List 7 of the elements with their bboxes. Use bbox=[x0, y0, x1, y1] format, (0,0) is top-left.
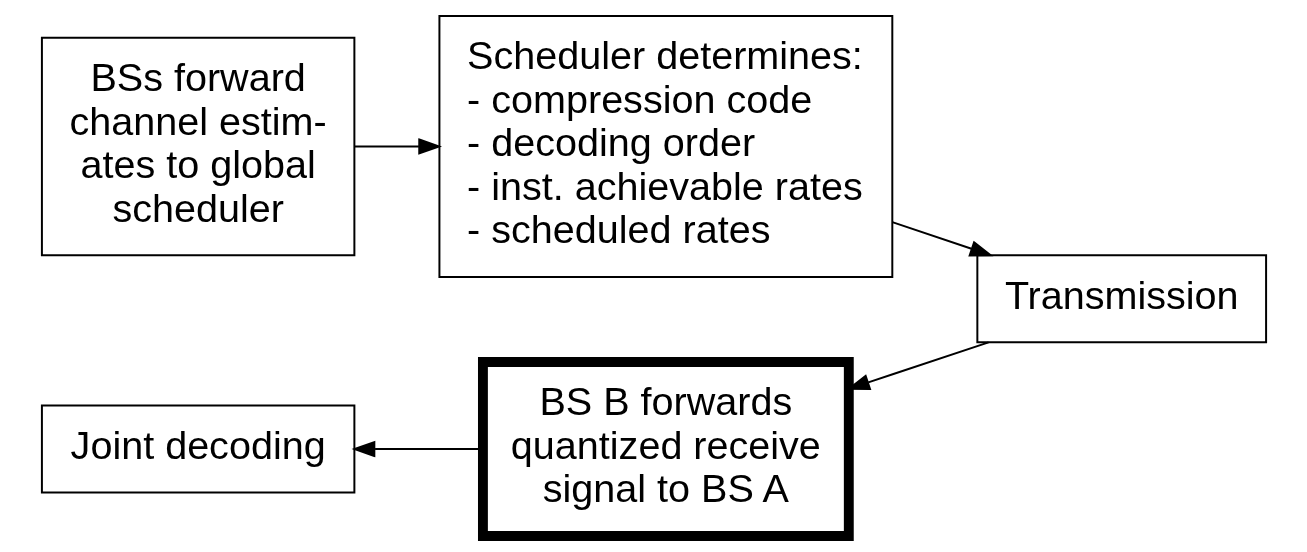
arrow bbox=[353, 138, 442, 155]
node-box: Joint decoding bbox=[40, 404, 355, 494]
node-box: Scheduler determines: - compression code - decoding order - inst. achievable rates - scheduled rates bbox=[437, 14, 893, 278]
node-box: Transmission bbox=[975, 254, 1267, 344]
arrow bbox=[891, 221, 993, 257]
node-box: BSs forward channel estim- ates to global scheduler bbox=[40, 36, 355, 257]
node-box: BS B forwards quantized receive signal to BS A bbox=[477, 357, 854, 541]
